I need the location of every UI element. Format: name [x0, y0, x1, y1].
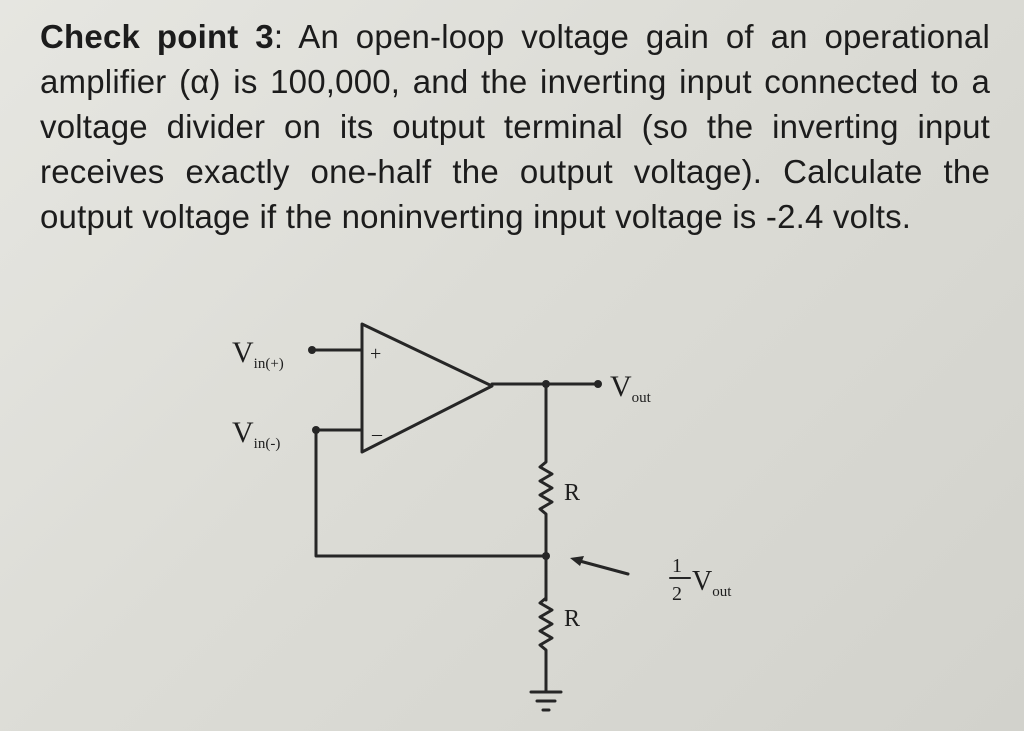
checkpoint-heading: Check point 3: [40, 18, 274, 55]
resistor-top: [538, 382, 554, 602]
vout-terminal: [594, 380, 602, 388]
vin-plus-terminal: [308, 346, 316, 354]
problem-statement: Check point 3: An open-loop voltage gain…: [40, 14, 990, 239]
midpoint-junction: [542, 552, 550, 560]
problem-body: An open-loop voltage gain of an operatio…: [40, 18, 990, 235]
midpoint-arrow-head: [570, 556, 584, 566]
noninverting-sign: +: [370, 343, 381, 365]
op-amp-triangle: [360, 322, 494, 454]
half-vout-label: Vout: [692, 566, 732, 600]
heading-separator: :: [273, 18, 284, 55]
vin-plus-label: Vin(+): [232, 336, 284, 372]
output-junction: [542, 380, 550, 388]
inverting-sign: –: [371, 423, 383, 445]
vin-minus-terminal: [312, 426, 320, 434]
midpoint-arrow-shaft: [574, 558, 630, 576]
resistor-top-label: R: [564, 480, 580, 506]
feedback-wire: [314, 428, 548, 558]
resistor-bottom: [538, 554, 554, 694]
half-numerator: 1: [672, 555, 682, 577]
resistor-bottom-label: R: [564, 606, 580, 632]
vin-minus-label: Vin(-): [232, 416, 280, 452]
vout-label: Vout: [610, 370, 652, 406]
half-denominator: 2: [672, 583, 682, 605]
